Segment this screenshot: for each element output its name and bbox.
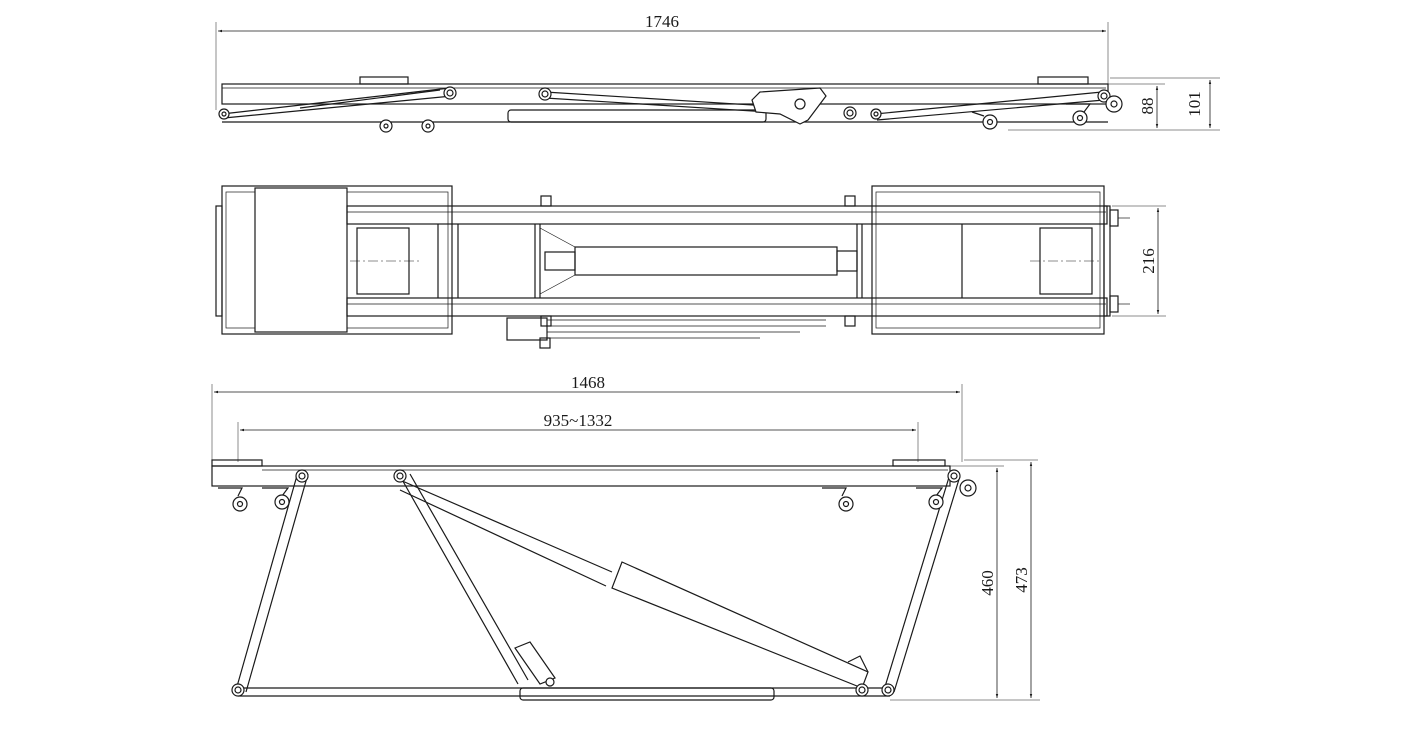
folded-arm-1 (221, 87, 453, 119)
raised-base-plate (519, 687, 775, 701)
right-ramp-frame (871, 185, 1105, 335)
plan-view: 216 (215, 185, 1166, 349)
raised-caster-wheels (218, 479, 977, 512)
hydraulic-cylinder-plan (574, 246, 838, 276)
lowered-side-view: 1746 (215, 12, 1220, 133)
pad-right (1037, 76, 1089, 85)
lift-height-460-label: 460 (978, 570, 997, 596)
cylinder-rod-end (544, 251, 576, 271)
left-end-cap (215, 205, 223, 317)
arm-right (883, 473, 961, 693)
raised-side-view: 1468 935~1332 (211, 373, 1040, 701)
arm-center (399, 473, 529, 685)
overall-length-label: 1746 (645, 12, 679, 31)
raised-length-label: 1468 (571, 373, 605, 392)
right-ramp-inner (875, 191, 1101, 329)
cross-members (437, 224, 963, 298)
caster-wheels-lowered (379, 95, 1123, 133)
height-101-label: 101 (1185, 91, 1204, 117)
arm-left (235, 471, 309, 693)
lever-plate (751, 87, 827, 125)
plan-rail-bottom (346, 297, 1108, 317)
bolts (540, 195, 1130, 327)
left-pad-top (254, 187, 348, 333)
raised-pad-left (211, 459, 263, 467)
folded-arm-inner (299, 89, 441, 109)
raised-platform (211, 465, 951, 487)
cylinder-rod (399, 479, 613, 587)
folding-handle (547, 319, 826, 339)
height-88-label: 88 (1138, 98, 1157, 115)
plan-rail-top (346, 205, 1108, 225)
lift-height-473-label: 473 (1012, 567, 1031, 593)
raised-pivot-pins (231, 469, 961, 697)
folded-arm-3 (874, 91, 1105, 121)
cylinder-end (847, 655, 869, 673)
lever-pin (794, 98, 806, 110)
base-plate (507, 109, 767, 123)
width-label: 216 (1139, 248, 1158, 274)
pad-left (359, 76, 409, 85)
extension-range-label: 935~1332 (544, 411, 613, 430)
cylinder-bracket (539, 227, 576, 295)
raised-pad-right (892, 459, 946, 467)
handle-bolt (539, 337, 551, 349)
pivot-pins-lowered (218, 86, 1111, 120)
cylinder-base-end (836, 250, 858, 272)
handle-block (506, 317, 548, 341)
cylinder-body (611, 561, 869, 689)
arm-foot (514, 641, 556, 685)
